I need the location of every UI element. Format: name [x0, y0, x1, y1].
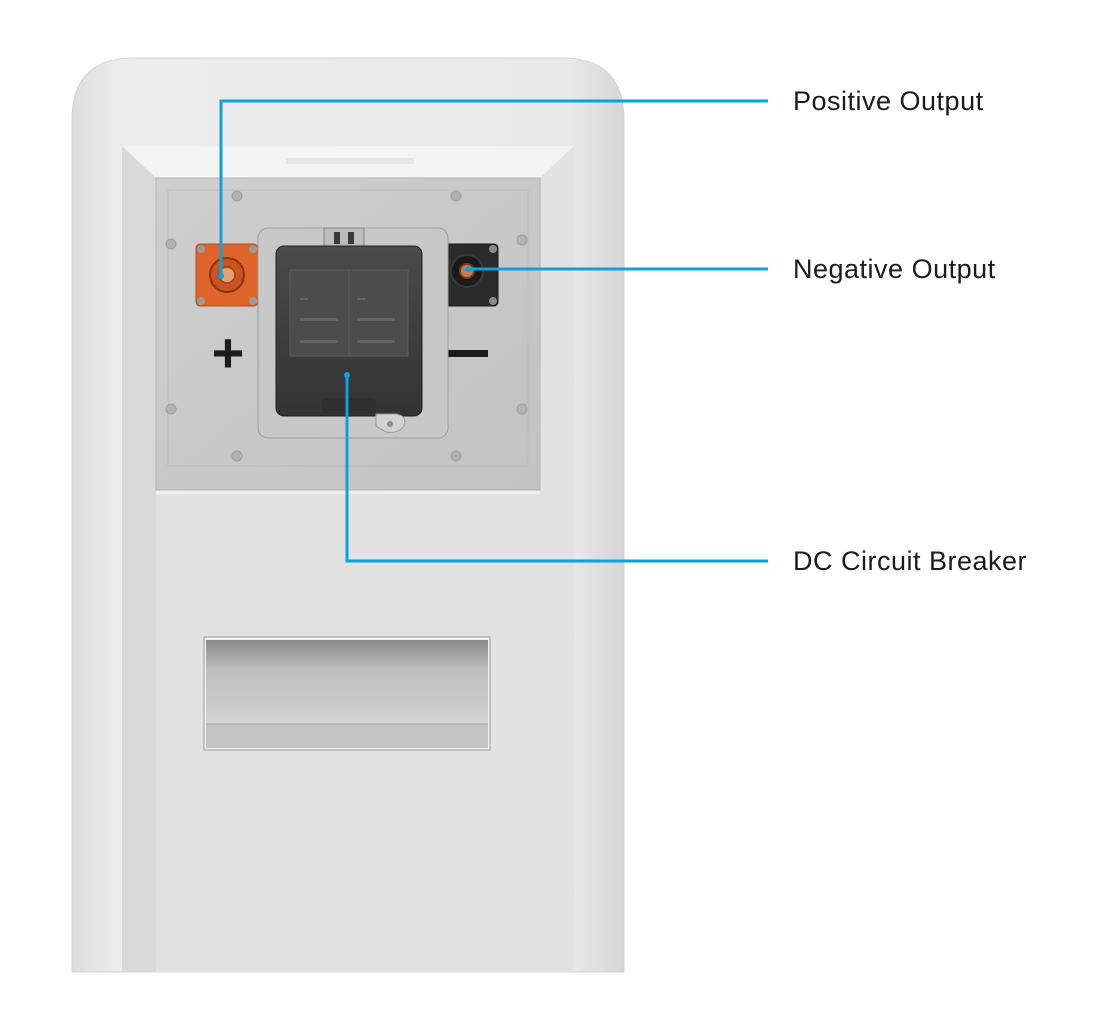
positive-output-label: Positive Output	[793, 86, 984, 116]
positive-leader	[219, 99, 768, 276]
front-bevel-right	[540, 146, 574, 972]
negative-terminal	[435, 243, 499, 307]
front-bevel-left	[122, 146, 156, 972]
top-vent	[286, 158, 414, 164]
minus-symbol	[448, 350, 488, 357]
dc-circuit-breaker	[257, 227, 449, 439]
breaker-leader	[345, 375, 768, 563]
leader-lines	[219, 99, 768, 563]
plus-symbol: +	[212, 321, 245, 384]
negative-output-label: Negative Output	[793, 254, 996, 284]
positive-leader-dot	[218, 273, 224, 279]
negative-leader-dot	[465, 266, 471, 272]
positive-terminal	[195, 243, 259, 307]
dc-circuit-breaker-label: DC Circuit Breaker	[793, 546, 1028, 576]
carry-handle-cutout	[203, 636, 491, 751]
panel-screws	[165, 190, 528, 462]
breaker-leader-dot	[344, 372, 350, 378]
